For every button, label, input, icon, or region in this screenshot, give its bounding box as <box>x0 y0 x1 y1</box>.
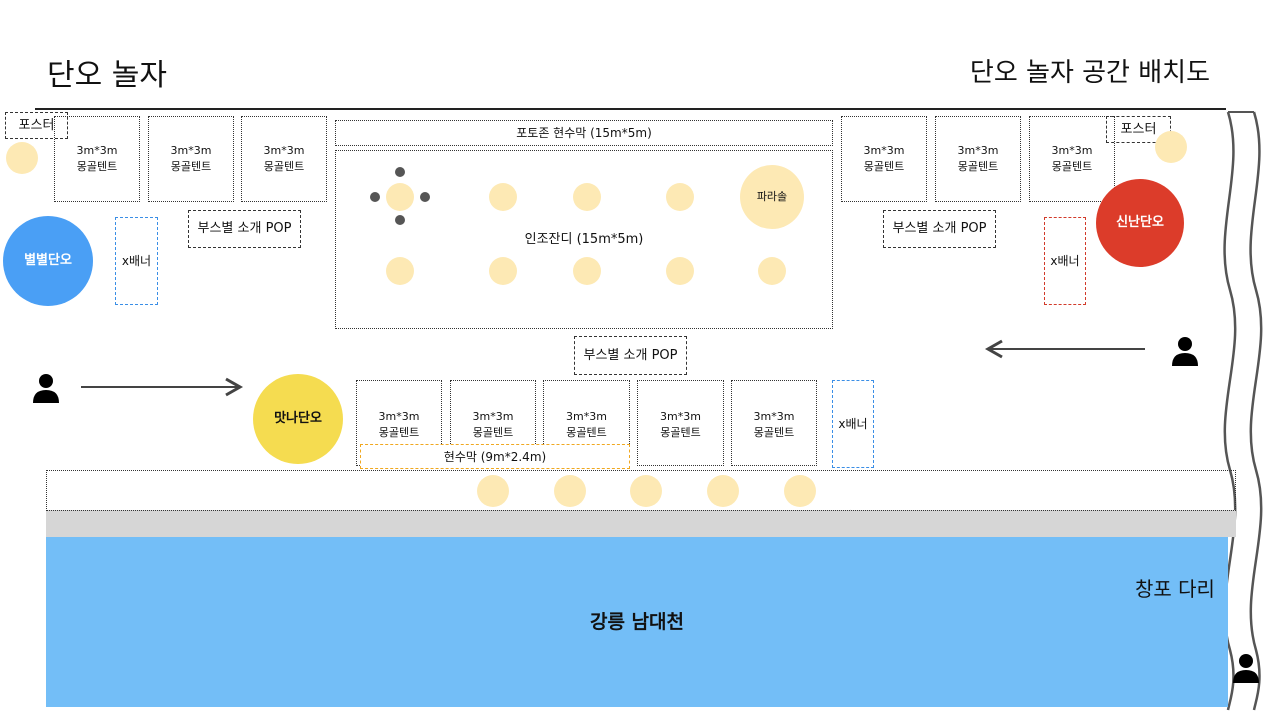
tent-size: 3m*3m <box>660 410 701 423</box>
table-circle <box>666 183 694 211</box>
zone-byeolbyeol: 별별단오 <box>3 216 93 306</box>
tent: 3m*3m 몽골텐트 <box>841 116 927 202</box>
poster-left: 포스터 <box>5 112 68 139</box>
zone-sinnan: 신난단오 <box>1096 179 1184 267</box>
tent-size: 3m*3m <box>566 410 607 423</box>
zone-label: 신난단오 <box>1116 215 1164 230</box>
tent: 3m*3m 몽골텐트 <box>54 116 140 202</box>
pop-sign: 부스별 소개 POP <box>574 336 687 375</box>
tent: 3m*3m 몽골텐트 <box>935 116 1021 202</box>
pop-sign: 부스별 소개 POP <box>883 210 996 248</box>
tent-size: 3m*3m <box>76 144 118 157</box>
x-banner: x배너 <box>115 217 158 305</box>
river: 강릉 남대천 <box>46 537 1228 707</box>
tent-size: 3m*3m <box>753 410 795 423</box>
chair-dot <box>370 192 380 202</box>
photo-banner-label: 포토존 현수막 (15m*5m) <box>516 126 652 140</box>
table-circle <box>573 183 601 211</box>
tent-size: 3m*3m <box>1051 144 1093 157</box>
person-icon <box>1233 654 1259 683</box>
bridge-label: 창포 다리 <box>1135 577 1215 601</box>
tent: 3m*3m 몽골텐트 <box>731 380 817 466</box>
zone-label: 별별단오 <box>24 253 72 268</box>
table-circle <box>489 183 517 211</box>
poster-right: 포스터 <box>1106 116 1171 143</box>
table-circle <box>573 257 601 285</box>
table-circle <box>477 475 509 507</box>
chair-dot <box>395 215 405 225</box>
x-banner-label: x배너 <box>121 254 152 268</box>
artificial-lawn: 인조잔디 (15m*5m) <box>335 150 833 329</box>
table-circle <box>6 142 38 174</box>
tent-size: 3m*3m <box>472 410 514 423</box>
table-circle <box>489 257 517 285</box>
tent: 3m*3m 몽골텐트 <box>1029 116 1115 202</box>
bridge-left-edge <box>1223 111 1237 711</box>
photo-zone-banner: 포토존 현수막 (15m*5m) <box>335 120 833 146</box>
person-icon <box>33 374 59 403</box>
tent-name: 몽골텐트 <box>378 426 420 439</box>
tent-name: 몽골텐트 <box>566 426 607 439</box>
person-icon <box>1172 337 1198 366</box>
tent-size: 3m*3m <box>378 410 420 423</box>
tent-name: 몽골텐트 <box>660 426 701 439</box>
tent-name: 몽골텐트 <box>472 426 514 439</box>
title-right: 단오 놀자 공간 배치도 <box>969 58 1210 88</box>
lawn-label: 인조잔디 (15m*5m) <box>524 231 644 247</box>
tent: 3m*3m 몽골텐트 <box>637 380 724 466</box>
bottom-banner: 현수막 (9m*2.4m) <box>360 444 630 469</box>
bridge-right-edge <box>1249 111 1263 711</box>
pop-label: 부스별 소개 POP <box>197 221 292 236</box>
tent-name: 몽골텐트 <box>1051 160 1093 173</box>
tent-name: 몽골텐트 <box>863 160 905 173</box>
river-label: 강릉 남대천 <box>589 611 684 633</box>
x-banner: x배너 <box>1044 217 1086 305</box>
tent-name: 몽골텐트 <box>76 160 118 173</box>
pop-sign: 부스별 소개 POP <box>188 210 301 248</box>
poster-label: 포스터 <box>18 117 55 133</box>
poster-label: 포스터 <box>1120 121 1157 137</box>
tent-name: 몽골텐트 <box>753 426 795 439</box>
riverbank-path <box>46 510 1236 537</box>
table-circle <box>630 475 662 507</box>
tent-name: 몽골텐트 <box>263 160 305 173</box>
tent-size: 3m*3m <box>863 144 905 157</box>
bottom-banner-label: 현수막 (9m*2.4m) <box>443 449 547 464</box>
tent-name: 몽골텐트 <box>170 160 212 173</box>
zone-label: 맛나단오 <box>274 411 322 426</box>
x-banner-label: x배너 <box>838 417 868 431</box>
table-circle <box>707 475 739 507</box>
table-circle <box>784 475 816 507</box>
title-left: 단오 놀자 <box>47 58 167 93</box>
table-circle <box>1155 131 1187 163</box>
tent-name: 몽골텐트 <box>957 160 999 173</box>
table-circle <box>758 257 786 285</box>
tent-size: 3m*3m <box>957 144 999 157</box>
pop-label: 부스별 소개 POP <box>892 221 987 236</box>
x-banner: x배너 <box>832 380 874 468</box>
table-circle <box>386 183 414 211</box>
tent: 3m*3m 몽골텐트 <box>148 116 234 202</box>
tent-size: 3m*3m <box>170 144 212 157</box>
parasol: 파라솔 <box>740 165 804 229</box>
tent-size: 3m*3m <box>263 144 305 157</box>
chair-dot <box>395 167 405 177</box>
x-banner-label: x배너 <box>1050 254 1080 268</box>
zone-matna: 맛나단오 <box>253 374 343 464</box>
chair-dot <box>420 192 430 202</box>
parasol-label: 파라솔 <box>756 190 788 203</box>
table-circle <box>554 475 586 507</box>
tent: 3m*3m 몽골텐트 <box>241 116 327 202</box>
table-circle <box>386 257 414 285</box>
table-circle <box>666 257 694 285</box>
pop-label: 부스별 소개 POP <box>583 347 678 363</box>
walkway <box>46 470 1236 511</box>
